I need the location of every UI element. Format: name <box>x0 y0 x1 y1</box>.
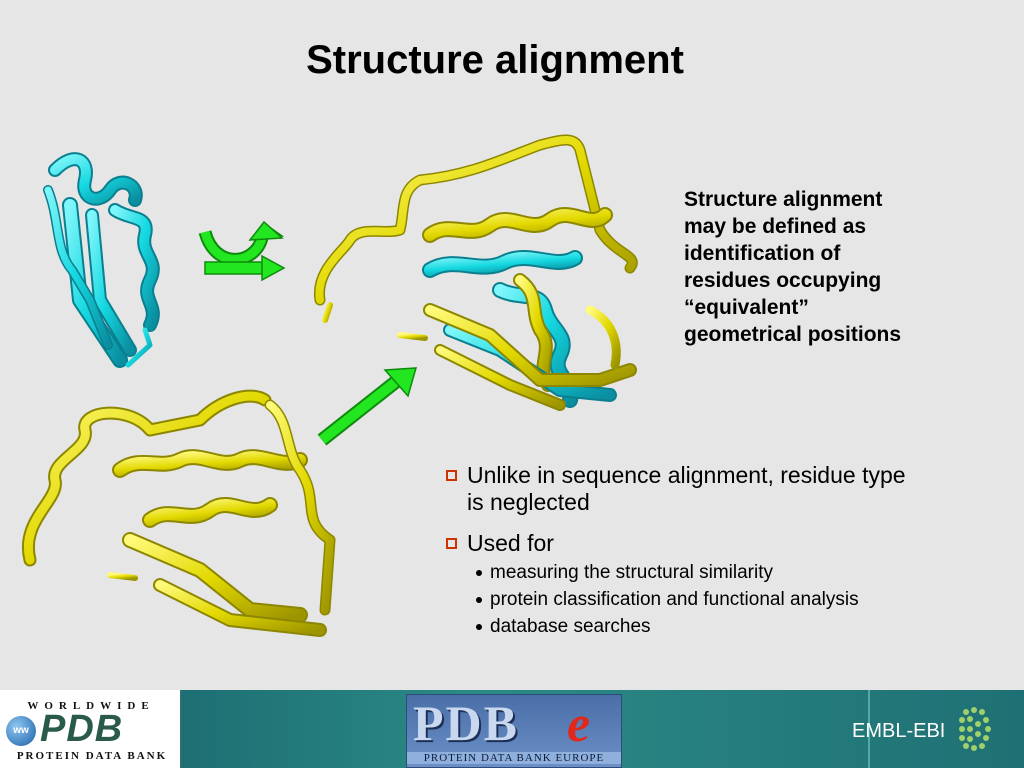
sub-bullet-item: measuring the structural similarity <box>475 559 1006 586</box>
definition-line: identification of <box>684 242 841 265</box>
definition-line: geometrical positions <box>684 323 902 346</box>
bullet-list: Unlike in sequence alignment, residue ty… <box>446 462 1006 640</box>
definition-line: residues occupying <box>684 269 882 292</box>
pdbe-subtitle: PROTEIN DATA BANK EUROPE <box>407 752 621 764</box>
definition-line: “equivalent” <box>684 296 809 319</box>
dot-bullet-icon <box>476 596 482 603</box>
checkbox-bullet-icon <box>446 538 457 549</box>
dot-bullet-icon <box>476 623 482 630</box>
pdbe-letters: PDB <box>413 695 519 751</box>
diagonal-arrow-icon <box>317 367 418 446</box>
wwpdb-worldwide-text: WORLDWIDE <box>27 700 155 712</box>
definition-line: may be defined as <box>684 215 867 238</box>
checkbox-bullet-icon <box>446 470 457 481</box>
sub-bullet-text: measuring the structural similarity <box>490 562 773 583</box>
superimposed-structures <box>314 134 638 411</box>
pdbe-logo: PDB e PROTEIN DATA BANK EUROPE <box>406 694 622 768</box>
sub-bullet-text: database searches <box>490 616 651 637</box>
pdbe-e-letter: e <box>567 696 591 753</box>
embl-ebi-text: EMBL-EBI <box>852 720 946 742</box>
footer-divider <box>868 690 870 768</box>
bullet-text: Used for <box>467 530 554 556</box>
definition-text: Structure alignment may be defined as id… <box>684 186 984 348</box>
sub-bullet-item: protein classification and functional an… <box>475 586 1006 613</box>
sub-bullet-text: protein classification and functional an… <box>490 589 859 610</box>
translate-arrow-icon <box>204 254 286 282</box>
bullet-text: is neglected <box>467 489 590 515</box>
cyan-protein-structure <box>43 152 160 368</box>
protein-illustration <box>21 134 638 637</box>
sub-bullet-list: measuring the structural similarity prot… <box>475 559 1006 640</box>
footer-bar: WORLDWIDE ww PDB PROTEIN DATA BANK PDB e… <box>0 690 1024 768</box>
globe-icon: ww <box>6 716 36 746</box>
bullet-item: Unlike in sequence alignment, residue ty… <box>446 462 1006 516</box>
bullet-text: Unlike in sequence alignment, residue ty… <box>467 462 906 488</box>
definition-line: Structure alignment <box>684 188 883 211</box>
embl-ebi-logo-icon <box>959 707 991 751</box>
dot-bullet-icon <box>476 569 482 576</box>
rotate-arrow-icon <box>198 220 285 266</box>
wwpdb-bottom-text: PROTEIN DATA BANK <box>16 750 168 762</box>
wwpdb-pdb-text: PDB <box>40 708 124 750</box>
slide-title: Structure alignment <box>306 38 684 82</box>
wwpdb-logo: WORLDWIDE ww PDB PROTEIN DATA BANK <box>0 690 182 768</box>
bullet-item: Used for <box>446 530 1006 557</box>
yellow-protein-structure <box>21 389 336 637</box>
sub-bullet-item: database searches <box>475 613 1006 640</box>
